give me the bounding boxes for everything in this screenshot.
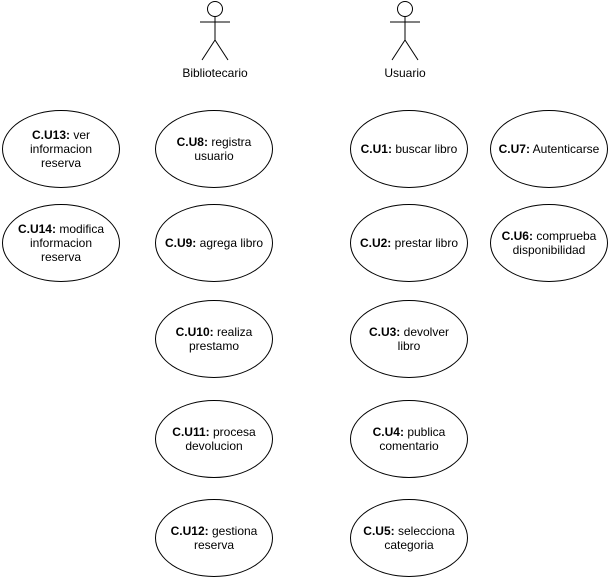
use-case-text: devolver libro <box>397 325 450 353</box>
use-case-text: selecciona categoria <box>384 524 455 552</box>
use-case-code: C.U13: <box>31 128 70 142</box>
use-case-code: C.U4: <box>372 425 404 439</box>
use-case-cu10[interactable]: C.U10: realiza prestamo <box>155 300 273 378</box>
use-case-text: agrega libro <box>199 236 264 250</box>
use-case-cu9[interactable]: C.U9: agrega libro <box>155 204 273 282</box>
use-case-text: realiza prestamo <box>188 325 253 353</box>
use-case-code: C.U14: <box>17 222 56 236</box>
use-case-code: C.U7: <box>498 142 530 156</box>
actor-bibliotecario: Bibliotecario <box>155 0 275 80</box>
actor-label: Bibliotecario <box>182 66 248 80</box>
use-case-code: C.U12: <box>170 524 209 538</box>
use-case-code: C.U11: <box>172 425 210 439</box>
use-case-code: C.U5: <box>363 524 395 538</box>
use-case-cu3[interactable]: C.U3: devolver libro <box>350 300 468 378</box>
actor-usuario: Usuario <box>345 0 465 80</box>
use-case-code: C.U10: <box>175 325 214 339</box>
use-case-text: ver informacion reserva <box>29 128 93 170</box>
use-case-text: procesa devolucion <box>185 425 256 453</box>
use-case-code: C.U2: <box>359 236 392 250</box>
use-case-cu4[interactable]: C.U4: publica comentario <box>350 400 468 478</box>
use-case-text: registra usuario <box>194 135 252 163</box>
use-case-text: comprueba disponibilidad <box>512 229 597 257</box>
use-case-text: Autenticarse <box>532 142 600 156</box>
actor-label: Usuario <box>384 66 426 80</box>
use-case-cu11[interactable]: C.U11: procesa devolucion <box>155 400 273 478</box>
use-case-cu2[interactable]: C.U2: prestar libro <box>350 204 468 282</box>
use-case-cu8[interactable]: C.U8: registra usuario <box>155 110 273 188</box>
use-case-text: modifica informacion reserva <box>29 222 105 264</box>
use-case-code: C.U9: <box>164 236 197 250</box>
use-case-text: publica comentario <box>379 425 446 453</box>
use-case-code: C.U1: <box>360 142 392 156</box>
use-case-cu14[interactable]: C.U14: modifica informacion reserva <box>2 204 120 282</box>
use-case-cu13[interactable]: C.U13: ver informacion reserva <box>2 110 120 188</box>
use-case-cu1[interactable]: C.U1: buscar libro <box>350 110 468 188</box>
use-case-code: C.U3: <box>368 325 401 339</box>
use-case-cu7[interactable]: C.U7: Autenticarse <box>490 110 608 188</box>
stick-figure-icon <box>200 1 230 61</box>
use-case-text: prestar libro <box>394 236 459 250</box>
use-case-code: C.U8: <box>176 135 208 149</box>
use-case-code: C.U6: <box>501 229 533 243</box>
use-case-text: buscar libro <box>395 142 458 156</box>
use-case-cu5[interactable]: C.U5: selecciona categoria <box>350 499 468 577</box>
stick-figure-icon <box>390 1 420 61</box>
use-case-cu6[interactable]: C.U6: comprueba disponibilidad <box>490 204 608 282</box>
use-case-cu12[interactable]: C.U12: gestiona reserva <box>155 499 273 577</box>
use-case-text: gestiona reserva <box>193 524 258 552</box>
